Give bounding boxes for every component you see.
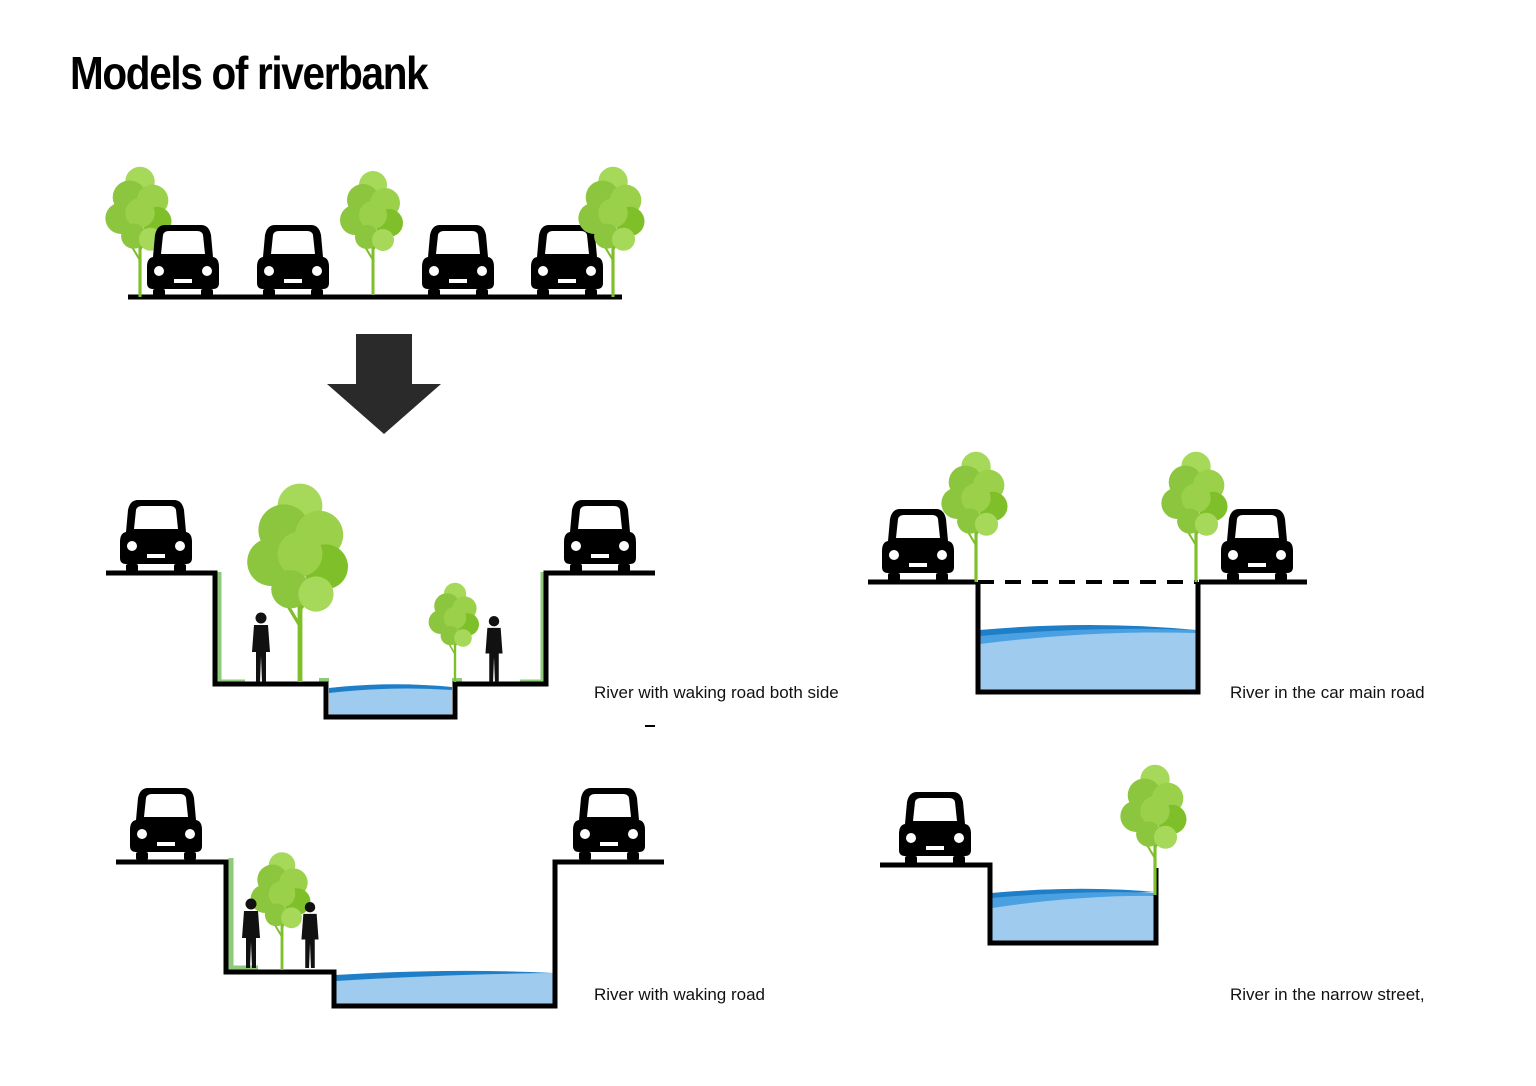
channel-profile xyxy=(116,859,664,1009)
car-icon xyxy=(531,225,603,297)
water xyxy=(336,971,553,1004)
water xyxy=(980,626,1196,691)
section-car-main-road xyxy=(868,450,1307,695)
street-section-original xyxy=(103,165,647,300)
tree-icon xyxy=(249,850,312,972)
caption-car-main-road: River in the car main road xyxy=(1230,683,1425,702)
water-surface xyxy=(329,684,452,693)
caption-walking-one-side: River with waking road xyxy=(594,985,766,1004)
channel-profile xyxy=(880,862,1159,946)
section-narrow-street xyxy=(880,763,1189,946)
arrow-down-icon xyxy=(327,334,441,434)
tree-icon xyxy=(338,169,405,297)
car-icon xyxy=(257,225,329,297)
car-icon xyxy=(120,500,192,572)
pedestrian-icon xyxy=(485,615,503,682)
car-icon xyxy=(147,225,219,297)
car-icon xyxy=(1221,509,1293,581)
pedestrian-icon xyxy=(252,612,270,682)
car-icon xyxy=(899,792,971,864)
channel-profile xyxy=(106,570,655,720)
tree-icon xyxy=(1159,450,1230,584)
tree-icon xyxy=(1118,763,1189,897)
water xyxy=(329,685,452,716)
water xyxy=(992,890,1155,942)
car-icon xyxy=(564,500,636,572)
car-icon xyxy=(882,509,954,581)
car-icon xyxy=(130,788,202,860)
page-title: Models of riverbank xyxy=(70,47,429,99)
water-surface xyxy=(336,970,553,981)
section-walking-both-sides xyxy=(106,484,655,720)
tree-icon xyxy=(427,581,481,684)
section-walking-one-side xyxy=(116,788,664,1009)
car-icon xyxy=(422,225,494,297)
channel-profile xyxy=(975,582,1201,695)
car-icon xyxy=(573,788,645,860)
caption-narrow-street: River in the narrow street, xyxy=(1230,985,1425,1004)
caption-walking-both-sides: River with waking road both side xyxy=(594,683,839,702)
